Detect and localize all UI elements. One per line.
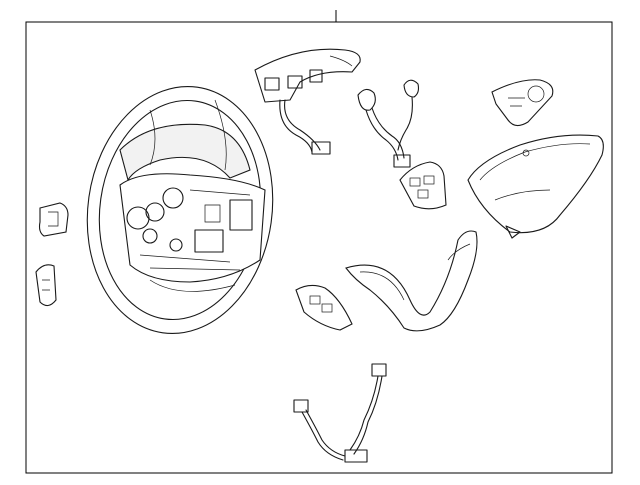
- lower-switch-module: [295, 284, 353, 331]
- left-lower-switch: [35, 264, 57, 307]
- wiring-harness-upper: [254, 48, 361, 155]
- right-trim-cover: [467, 134, 604, 239]
- right-switch-bezel: [491, 79, 554, 127]
- left-button-cap: [38, 202, 69, 237]
- steering-wheel: [86, 85, 274, 335]
- lower-wiring-harness: [293, 363, 387, 463]
- center-switch-cluster: [399, 161, 447, 210]
- control-switch-harness: [357, 79, 420, 168]
- lower-trim-cover: [345, 230, 478, 332]
- diagram-frame: [25, 21, 613, 474]
